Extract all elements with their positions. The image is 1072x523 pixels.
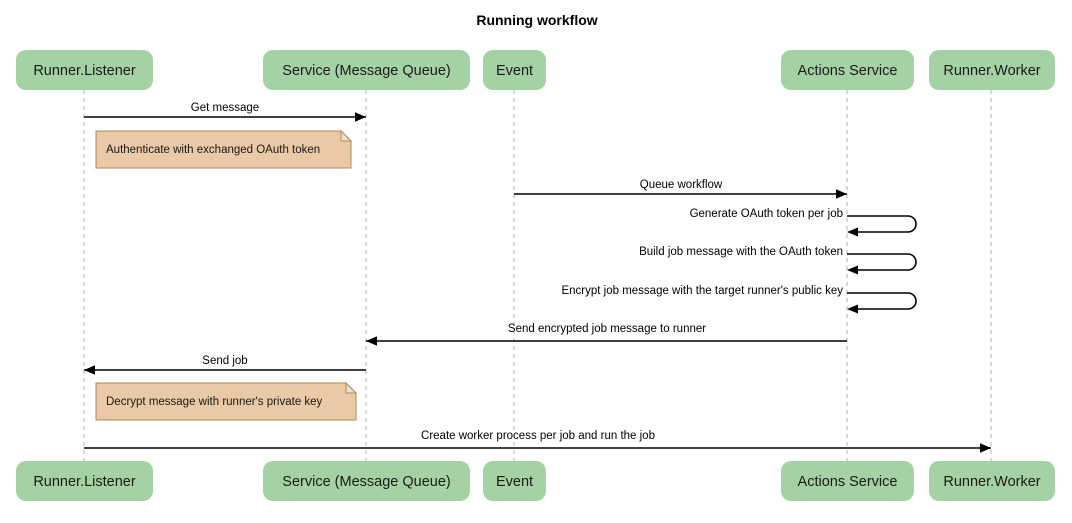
message-build-job-message-with-the-oauth-token[interactable]: Build job message with the OAuth token (639, 246, 917, 275)
participant-service-message-queue-top[interactable]: Service (Message Queue) (263, 50, 470, 90)
arrowhead (355, 112, 366, 122)
participant-runner-listener-bottom[interactable]: Runner.Listener (16, 461, 153, 501)
message-send-job[interactable]: Send job (84, 355, 366, 375)
participant-label: Service (Message Queue) (282, 63, 450, 79)
message-label: Generate OAuth token per job (690, 208, 843, 220)
self-loop-path (847, 215, 917, 233)
participant-event-top[interactable]: Event (483, 50, 546, 90)
message-label: Queue workflow (640, 179, 723, 191)
arrowhead (366, 336, 377, 346)
arrowhead (980, 443, 991, 453)
arrowhead (847, 227, 858, 237)
message-label: Build job message with the OAuth token (639, 246, 843, 258)
message-label: Send encrypted job message to runner (508, 323, 706, 335)
message-encrypt-job-message-with-the-target-runners-public-key[interactable]: Encrypt job message with the target runn… (561, 285, 917, 314)
participant-label: Event (496, 474, 533, 490)
message-label: Encrypt job message with the target runn… (561, 285, 843, 297)
participant-runner-worker-top[interactable]: Runner.Worker (929, 50, 1055, 90)
participant-box (263, 50, 470, 90)
self-loop-path (847, 253, 917, 271)
participant-box (16, 50, 153, 90)
arrowhead (84, 365, 95, 375)
message-send-encrypted-job-message-to-runner[interactable]: Send encrypted job message to runner (366, 323, 847, 346)
message-generate-oauth-token-per-job[interactable]: Generate OAuth token per job (690, 208, 917, 237)
message-queue-workflow[interactable]: Queue workflow (514, 179, 847, 199)
participant-actions-service-top[interactable]: Actions Service (781, 50, 914, 90)
note-fold-corner-icon (345, 381, 358, 394)
note-body (95, 382, 357, 421)
message-label: Create worker process per job and run th… (421, 430, 655, 442)
participant-actions-service-bottom[interactable]: Actions Service (781, 461, 914, 501)
message-label: Get message (191, 102, 259, 114)
notes-group: Authenticate with exchanged OAuth tokenD… (95, 129, 358, 421)
note-authenticate-with-exchanged-oauth-token: Authenticate with exchanged OAuth token (95, 129, 353, 169)
participant-box (781, 50, 914, 90)
lifelines-group (83, 90, 992, 461)
note-label: Decrypt message with runner's private ke… (106, 396, 323, 408)
note-fold-corner-icon (340, 129, 353, 142)
participant-runner-worker-bottom[interactable]: Runner.Worker (929, 461, 1055, 501)
participant-box (483, 50, 546, 90)
note-label: Authenticate with exchanged OAuth token (106, 144, 320, 156)
note-body (95, 130, 352, 169)
participant-box (781, 461, 914, 501)
participant-runner-listener-top[interactable]: Runner.Listener (16, 50, 153, 90)
participant-label: Event (496, 63, 533, 79)
participant-label: Actions Service (798, 63, 898, 79)
arrowhead (847, 304, 858, 314)
participant-box (483, 461, 546, 501)
participant-box (263, 461, 470, 501)
participant-label: Runner.Worker (943, 474, 1040, 490)
participant-label: Runner.Listener (33, 63, 136, 79)
participant-label: Service (Message Queue) (282, 474, 450, 490)
self-loop-path (847, 292, 917, 310)
participant-box (929, 461, 1055, 501)
participant-box (16, 461, 153, 501)
participant-label: Runner.Worker (943, 63, 1040, 79)
message-label: Send job (202, 355, 247, 367)
arrowhead (836, 189, 847, 199)
note-decrypt-message-with-runners-private-key: Decrypt message with runner's private ke… (95, 381, 358, 421)
participant-box (929, 50, 1055, 90)
arrowhead (847, 265, 858, 275)
participant-event-bottom[interactable]: Event (483, 461, 546, 501)
message-get-message[interactable]: Get message (84, 102, 366, 122)
page-title: Running workflow (476, 12, 597, 28)
participant-label: Actions Service (798, 474, 898, 490)
message-create-worker-process-per-job-and-run-the-job[interactable]: Create worker process per job and run th… (84, 430, 991, 453)
participant-label: Runner.Listener (33, 474, 136, 490)
participant-service-message-queue-bottom[interactable]: Service (Message Queue) (263, 461, 470, 501)
